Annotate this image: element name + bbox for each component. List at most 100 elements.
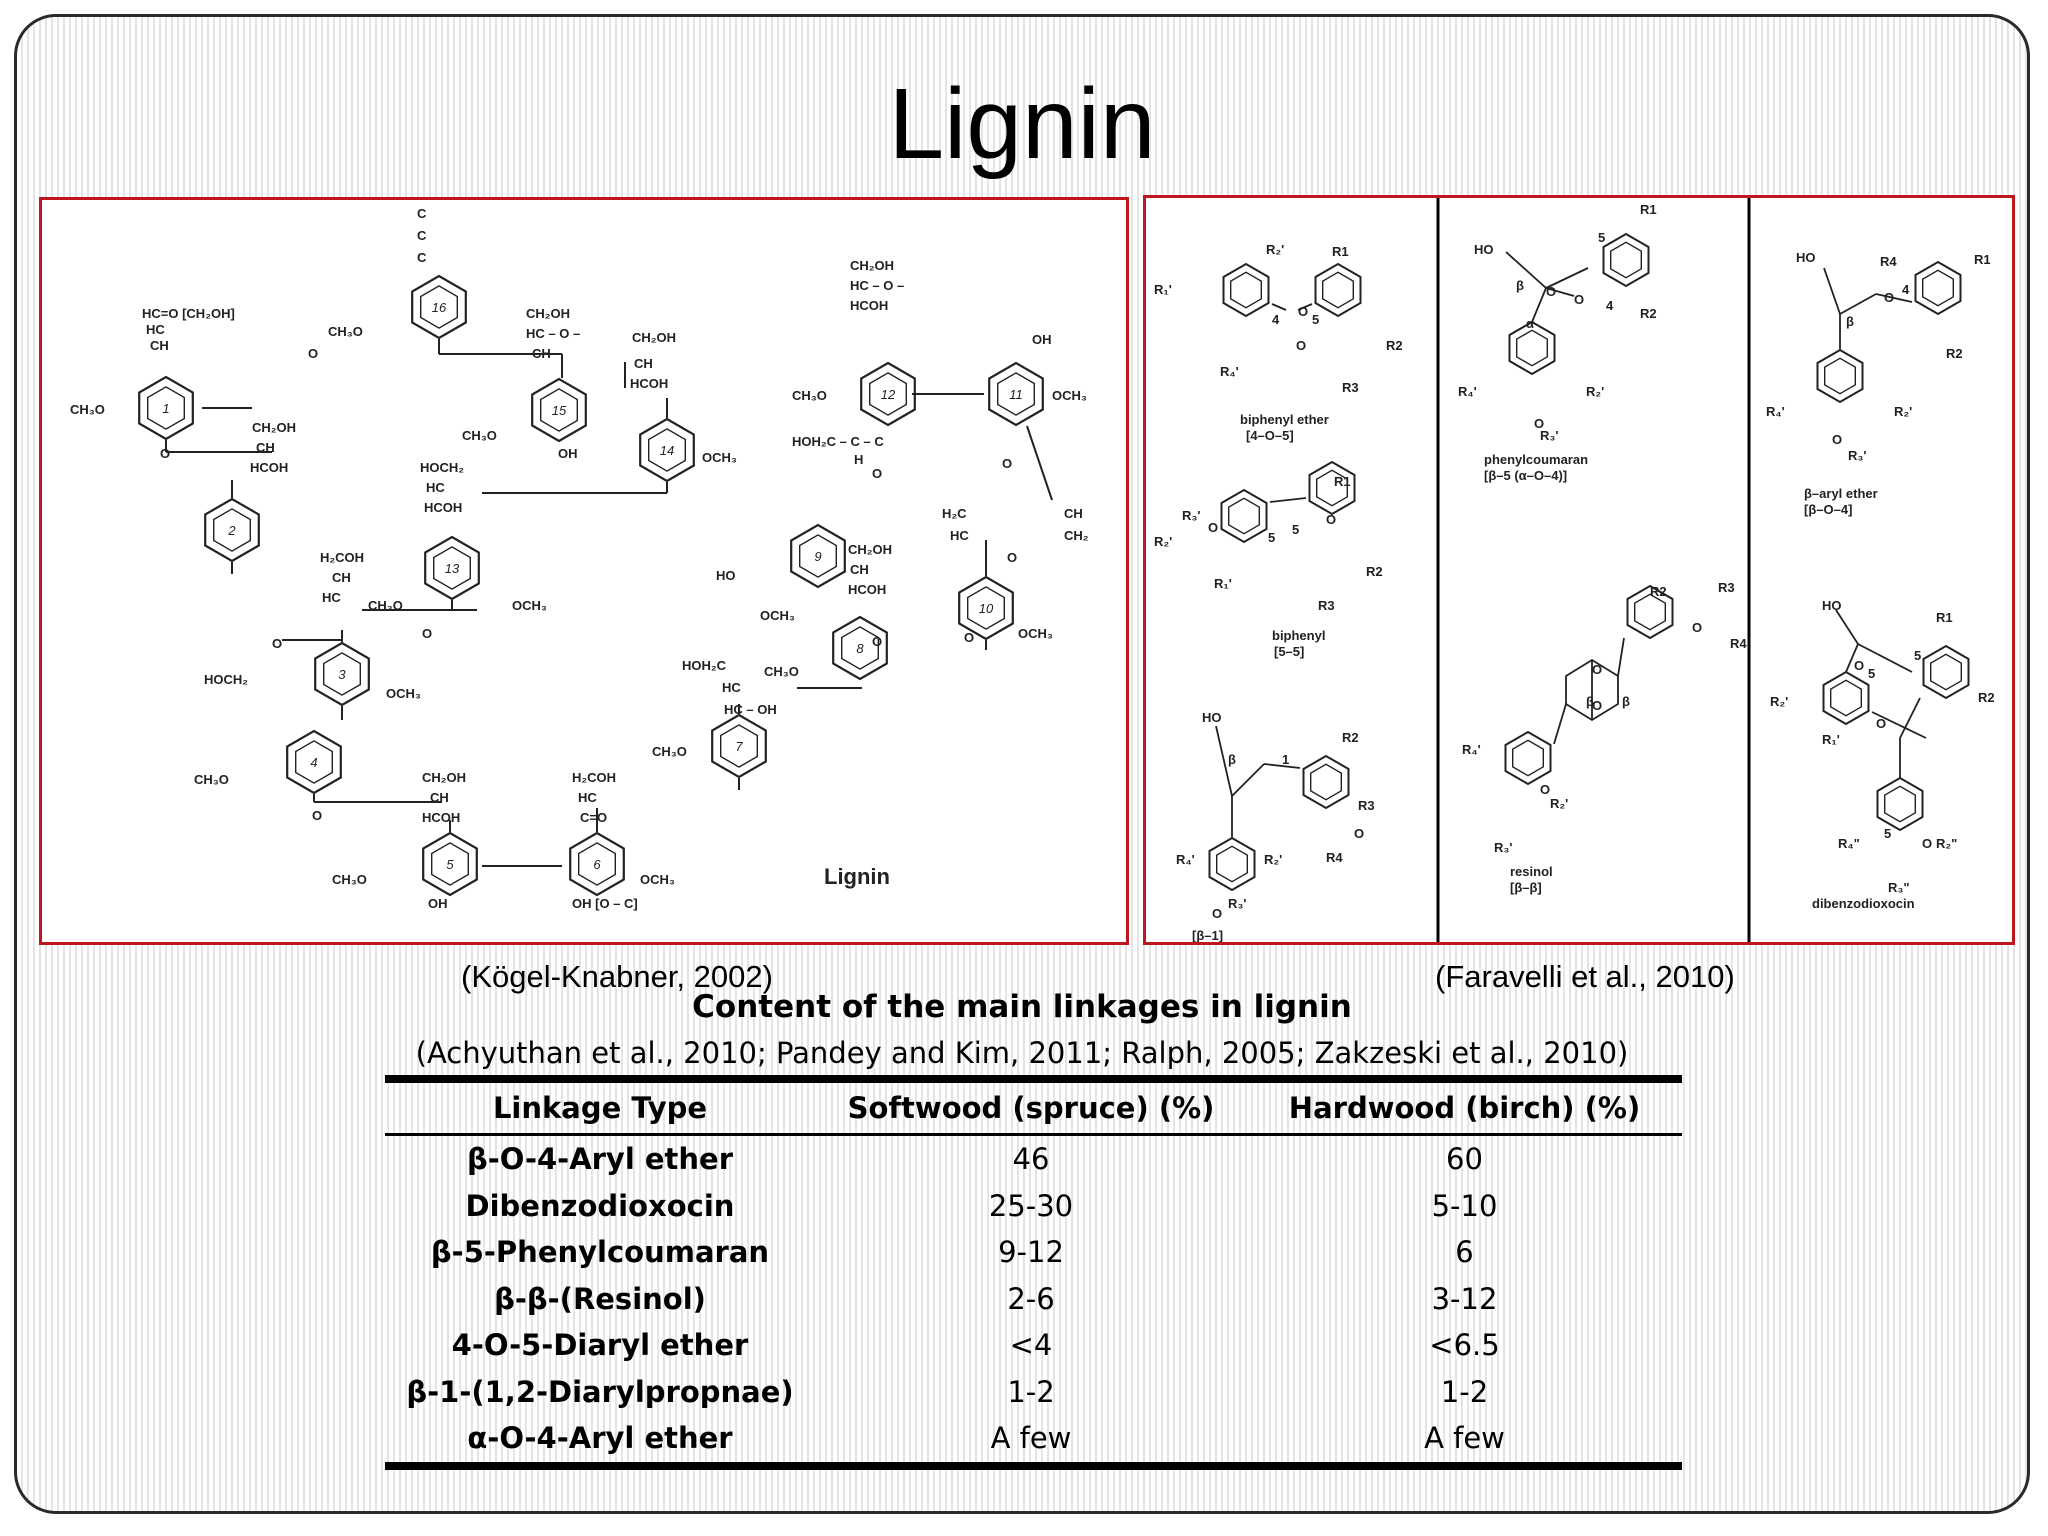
atom-label: H₂COH bbox=[320, 550, 364, 565]
oxygen-label: O bbox=[1832, 432, 1842, 447]
atom-label: CH bbox=[256, 440, 275, 455]
structure-label: R4 bbox=[1880, 254, 1897, 269]
structure-label: R₂' bbox=[1770, 694, 1788, 709]
structure-label: 5 bbox=[1292, 522, 1299, 537]
structure-label: R4 bbox=[1730, 636, 1747, 651]
ring-phenylcoumaran-a bbox=[1602, 232, 1650, 288]
atom-label: O bbox=[422, 626, 432, 641]
atom-label: HC bbox=[722, 680, 741, 695]
ring-11: 11 bbox=[988, 361, 1044, 427]
atom-label: HC bbox=[146, 322, 165, 337]
unit-number: 13 bbox=[445, 561, 460, 576]
structure-label: 5 bbox=[1268, 530, 1275, 545]
ring-12: 12 bbox=[860, 361, 916, 427]
structure-label: α bbox=[1526, 316, 1534, 331]
ring-9: 9 bbox=[790, 523, 846, 589]
atom-label: HC=O [CH₂OH] bbox=[142, 306, 235, 321]
atom-label: CH₃O bbox=[194, 772, 229, 787]
atom-label: O bbox=[272, 636, 282, 651]
structure-label: HO bbox=[1796, 250, 1816, 265]
atom-label: HOH₂C bbox=[682, 658, 727, 673]
ring-16: 16 bbox=[411, 274, 467, 340]
ring-aryl-ether-a bbox=[1914, 260, 1962, 316]
atom-label: HOCH₂ bbox=[204, 672, 248, 687]
ring-biphenyl-ether-a bbox=[1222, 262, 1270, 318]
structure-label: β bbox=[1846, 314, 1854, 329]
hardwood-cell: 3-12 bbox=[1431, 1281, 1498, 1316]
structure-label: R₃' bbox=[1228, 896, 1247, 911]
structure-label: biphenyl ether bbox=[1240, 412, 1329, 427]
ring-3: 3 bbox=[314, 641, 370, 707]
atom-label: CH₃O bbox=[328, 324, 363, 339]
oxygen-label: O bbox=[1592, 698, 1602, 713]
table-row: β-β-(Resinol) 2-6 3-12 bbox=[385, 1276, 1682, 1323]
atom-label: CH₂OH bbox=[850, 258, 894, 273]
structure-label: HO bbox=[1474, 242, 1494, 257]
ring-dibenzodioxocin-a bbox=[1822, 670, 1870, 726]
atom-label: HC bbox=[322, 590, 341, 605]
atom-label: O bbox=[160, 446, 170, 461]
atom-label: CH bbox=[1064, 506, 1083, 521]
header-softwood: Softwood (spruce) (%) bbox=[815, 1079, 1247, 1136]
structure-label: R₁' bbox=[1214, 576, 1232, 591]
structure-label: R₃' bbox=[1848, 448, 1867, 463]
atom-label: HCOH bbox=[850, 298, 888, 313]
structure-label: R₄' bbox=[1766, 404, 1785, 419]
atom-label: CH₂ bbox=[1064, 528, 1089, 543]
oxygen-label: O bbox=[1854, 658, 1864, 673]
table-row: α-O-4-Aryl ether A few A few bbox=[385, 1415, 1682, 1466]
unit-number: 1 bbox=[162, 401, 169, 416]
ring-biphenyl-ether-b bbox=[1314, 262, 1362, 318]
oxygen-label: O bbox=[1212, 906, 1222, 921]
table-row: β-1-(1,2-Diarylpropnae) 1-2 1-2 bbox=[385, 1369, 1682, 1416]
structure-label: R₂' bbox=[1264, 852, 1282, 867]
atom-label: H₂C bbox=[942, 506, 967, 521]
atom-label: H₂COH bbox=[572, 770, 616, 785]
atom-label: HCOH bbox=[422, 810, 460, 825]
atom-label: CH₂OH bbox=[422, 770, 466, 785]
oxygen-label: O bbox=[1546, 284, 1556, 299]
atom-label: OCH₃ bbox=[1052, 388, 1087, 403]
ring-beta1-a bbox=[1302, 754, 1350, 810]
linkage-type-cell: Dibenzodioxocin bbox=[465, 1188, 735, 1223]
atom-label: CH₃O bbox=[764, 664, 799, 679]
oxygen-label: O bbox=[1354, 826, 1364, 841]
linkage-type-cell: β-β-(Resinol) bbox=[494, 1281, 706, 1316]
ring-biphenyl-a bbox=[1220, 488, 1268, 544]
structure-label: R3 bbox=[1718, 580, 1735, 595]
structure-label: R₃' bbox=[1540, 428, 1559, 443]
structure-label: [β–5 (α–O–4)] bbox=[1484, 468, 1567, 483]
hardwood-cell: 1-2 bbox=[1440, 1374, 1489, 1409]
atom-label: OCH₃ bbox=[512, 598, 547, 613]
softwood-cell: <4 bbox=[1009, 1328, 1053, 1363]
softwood-cell: A few bbox=[990, 1421, 1072, 1456]
hardwood-cell: 6 bbox=[1455, 1235, 1474, 1270]
unit-number: 6 bbox=[593, 857, 601, 872]
unit-number: 7 bbox=[735, 739, 743, 754]
structure-label: HO bbox=[1822, 598, 1842, 613]
slide-title: Lignin bbox=[888, 68, 1156, 180]
atom-label: O bbox=[964, 630, 974, 645]
ring-aryl-ether-b bbox=[1816, 348, 1864, 404]
atom-label: HCOH bbox=[848, 582, 886, 597]
softwood-cell: 1-2 bbox=[1007, 1374, 1055, 1409]
atom-label: HC bbox=[578, 790, 597, 805]
atom-label: OCH₃ bbox=[702, 450, 737, 465]
atom-label: HC bbox=[426, 480, 445, 495]
unit-number: 4 bbox=[310, 755, 317, 770]
atom-label: HC bbox=[950, 528, 969, 543]
structure-label: R2 bbox=[1640, 306, 1657, 321]
oxygen-label: O bbox=[1922, 836, 1932, 851]
structure-label: β–aryl ether bbox=[1804, 486, 1878, 501]
atom-label: OH bbox=[558, 446, 578, 461]
structure-label: R₁' bbox=[1154, 282, 1172, 297]
table-row: β-O-4-Aryl ether 46 60 bbox=[385, 1135, 1682, 1183]
structure-label: R2 bbox=[1366, 564, 1383, 579]
atom-label: CH bbox=[430, 790, 449, 805]
linkage-type-cell: β-1-(1,2-Diarylpropnae) bbox=[406, 1374, 794, 1409]
structure-label: HO bbox=[1202, 710, 1222, 725]
atom-label: CH bbox=[332, 570, 351, 585]
